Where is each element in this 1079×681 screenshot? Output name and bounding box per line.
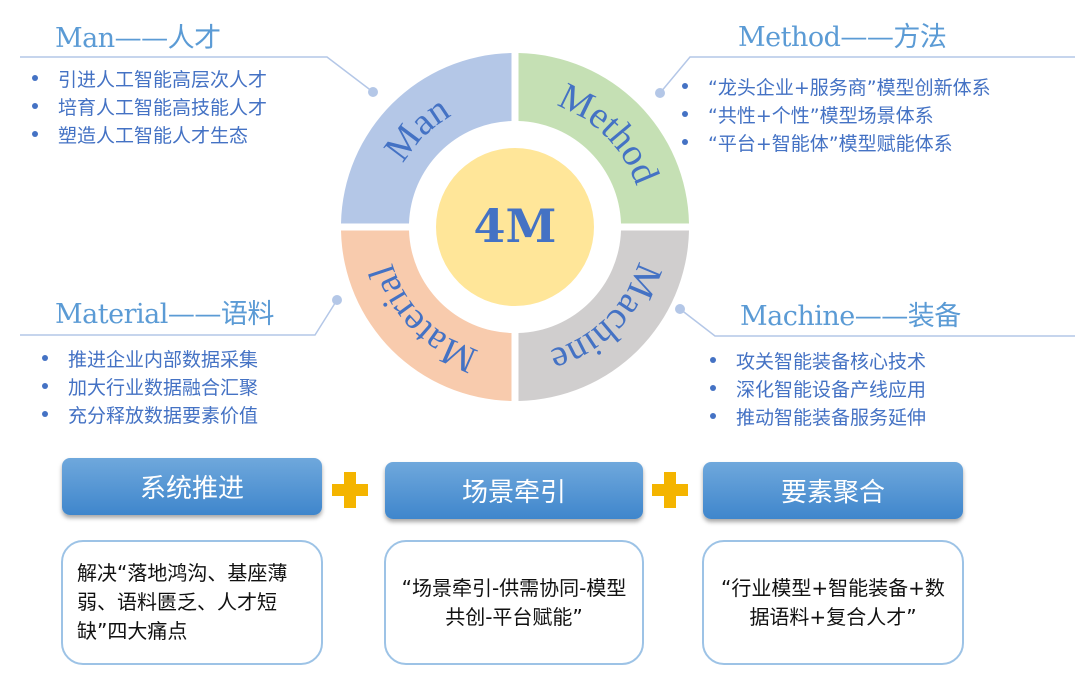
machine-bullets: 攻关智能装备核心技术 深化智能设备产线应用 推动智能装备服务延伸 bbox=[710, 346, 926, 430]
list-item: 攻关智能装备核心技术 bbox=[710, 346, 926, 374]
bullet-icon bbox=[710, 385, 716, 391]
bullet-text: 培育人工智能高技能人才 bbox=[58, 96, 268, 119]
center-circle bbox=[436, 148, 594, 306]
pillar-system-push: 系统推进 bbox=[62, 458, 322, 515]
man-connector-dot bbox=[368, 87, 378, 97]
material-connector bbox=[20, 299, 338, 336]
pillar-desc: 解决“落地鸿沟、基座薄弱、语料匮乏、人才短缺”四大痛点 bbox=[77, 561, 288, 643]
pillar-label: 要素聚合 bbox=[780, 478, 885, 508]
method-connector-dot bbox=[655, 88, 665, 98]
list-item: 塑造人工智能人才生态 bbox=[32, 120, 267, 148]
man-title: Man——人才 bbox=[55, 23, 221, 54]
list-item: “共性+个性”模型场景体系 bbox=[682, 100, 991, 128]
bullet-icon bbox=[682, 139, 688, 145]
bullet-icon bbox=[42, 355, 48, 361]
method-bullets: “龙头企业+服务商”模型创新体系 “共性+个性”模型场景体系 “平台+智能体”模… bbox=[682, 72, 991, 156]
bullet-text: 深化智能设备产线应用 bbox=[736, 378, 927, 401]
bullet-text: 推动智能装备服务延伸 bbox=[736, 406, 927, 429]
pillar-desc-box: 解决“落地鸿沟、基座薄弱、语料匮乏、人才短缺”四大痛点 bbox=[61, 540, 323, 665]
method-connector bbox=[659, 56, 1075, 94]
list-item: “平台+智能体”模型赋能体系 bbox=[682, 128, 991, 156]
plus-icon bbox=[332, 472, 368, 508]
pillar-label: 场景牵引 bbox=[461, 478, 566, 508]
material-title: Material——语料 bbox=[55, 299, 274, 330]
list-item: 培育人工智能高技能人才 bbox=[32, 92, 267, 120]
list-item: 加大行业数据融合汇聚 bbox=[42, 372, 258, 400]
man-bullets: 引进人工智能高层次人才 培育人工智能高技能人才 塑造人工智能人才生态 bbox=[32, 64, 267, 148]
material-connector-dot bbox=[332, 295, 342, 305]
pillar-scenario-traction: 场景牵引 bbox=[385, 462, 643, 519]
bullet-text: 攻关智能装备核心技术 bbox=[736, 350, 927, 373]
pillar-label: 系统推进 bbox=[139, 474, 244, 504]
bullet-text: “平台+智能体”模型赋能体系 bbox=[708, 132, 953, 155]
bullet-text: 充分释放数据要素价值 bbox=[68, 404, 259, 427]
pillar-desc: “场景牵引-供需协同-模型共创-平台赋能” bbox=[401, 575, 627, 629]
machine-connector-dot bbox=[675, 304, 685, 314]
bullet-text: 推进企业内部数据采集 bbox=[68, 348, 259, 371]
ring-segment-man bbox=[341, 53, 512, 224]
center-label: 4M bbox=[474, 199, 557, 253]
bullet-text: “共性+个性”模型场景体系 bbox=[708, 104, 934, 127]
bullet-text: 塑造人工智能人才生态 bbox=[58, 124, 249, 147]
bullet-text: 引进人工智能高层次人才 bbox=[58, 68, 268, 91]
man-connector bbox=[20, 56, 374, 93]
bullet-icon bbox=[32, 103, 38, 109]
material-bullets: 推进企业内部数据采集 加大行业数据融合汇聚 充分释放数据要素价值 bbox=[42, 344, 258, 428]
pillar-element-aggregation: 要素聚合 bbox=[703, 462, 963, 519]
ring-segment-machine bbox=[518, 230, 689, 401]
machine-connector bbox=[679, 308, 1075, 337]
bullet-icon bbox=[42, 383, 48, 389]
bullet-text: “龙头企业+服务商”模型创新体系 bbox=[708, 76, 991, 99]
list-item: 充分释放数据要素价值 bbox=[42, 400, 258, 428]
bullet-icon bbox=[32, 75, 38, 81]
machine-title: Machine——装备 bbox=[740, 301, 961, 332]
bullet-text: 加大行业数据融合汇聚 bbox=[68, 376, 259, 399]
bullet-icon bbox=[42, 411, 48, 417]
bullet-icon bbox=[682, 83, 688, 89]
list-item: 推进企业内部数据采集 bbox=[42, 344, 258, 372]
pillar-desc: “行业模型+智能装备+数据语料+复合人才” bbox=[721, 575, 945, 629]
bullet-icon bbox=[682, 111, 688, 117]
plus-icon bbox=[652, 472, 688, 508]
list-item: 深化智能设备产线应用 bbox=[710, 374, 926, 402]
ring-segment-material bbox=[341, 230, 512, 401]
pillar-desc-box: “行业模型+智能装备+数据语料+复合人才” bbox=[702, 540, 964, 665]
bullet-icon bbox=[710, 357, 716, 363]
list-item: 推动智能装备服务延伸 bbox=[710, 402, 926, 430]
pillar-desc-box: “场景牵引-供需协同-模型共创-平台赋能” bbox=[384, 540, 644, 665]
bullet-icon bbox=[710, 413, 716, 419]
bullet-icon bbox=[32, 131, 38, 137]
list-item: 引进人工智能高层次人才 bbox=[32, 64, 267, 92]
method-title: Method——方法 bbox=[738, 22, 947, 53]
list-item: “龙头企业+服务商”模型创新体系 bbox=[682, 72, 991, 100]
ring-segment-method bbox=[518, 53, 689, 224]
